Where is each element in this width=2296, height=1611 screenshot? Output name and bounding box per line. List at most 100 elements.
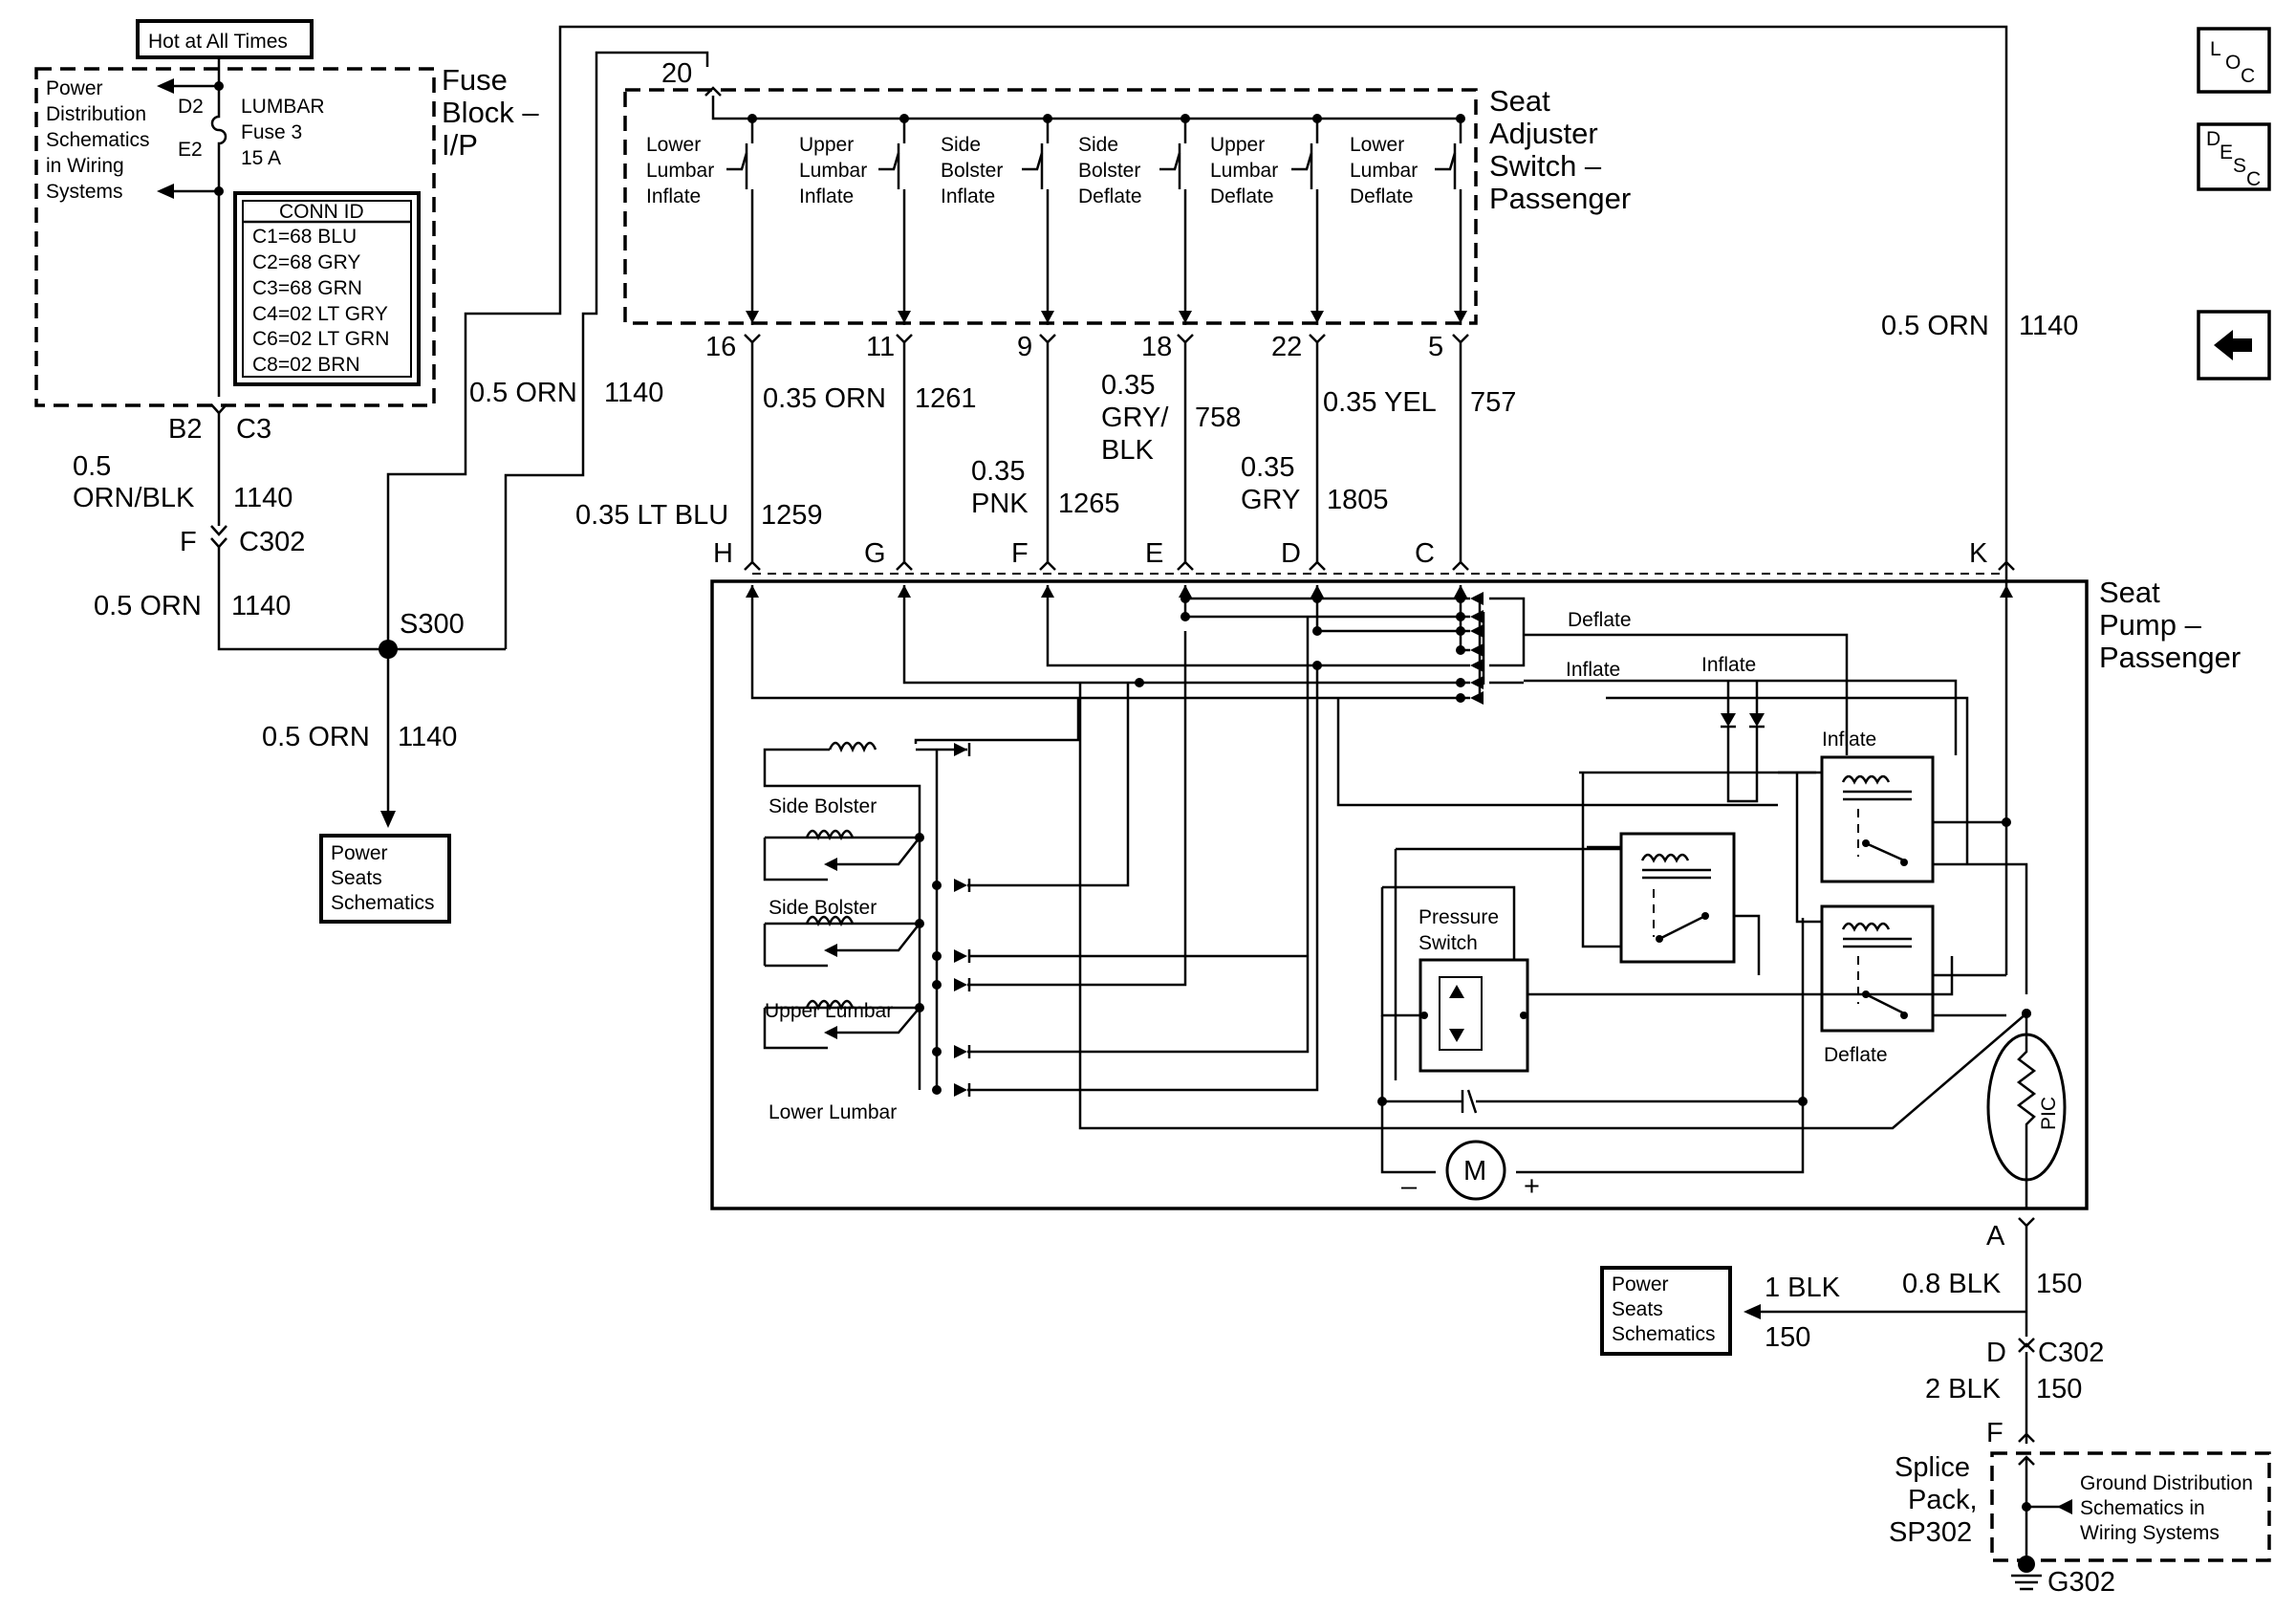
- fuse-lumbar-icon: [210, 57, 227, 397]
- mw3-gauge-2: PNK: [971, 489, 1029, 519]
- gnd-power-seats-schematics-ref[interactable]: Power Seats Schematics: [1600, 1266, 1732, 1356]
- sw3-line-2: Bolster: [941, 160, 1003, 182]
- switch-pin-20: 20: [661, 58, 692, 89]
- hot-label: Hot at All Times: [148, 31, 288, 53]
- fuse-block-title: Fuse Block – I/P: [442, 63, 539, 162]
- arrow-left-icon: [1744, 1304, 1761, 1319]
- sw6-line-2: Lumbar: [1350, 160, 1418, 182]
- gnd-pin-a: A: [1986, 1221, 2005, 1252]
- connector-c302-icon: [2018, 1338, 2035, 1353]
- switch-outline: [623, 88, 1478, 325]
- desc-d: D: [2206, 128, 2220, 150]
- gd-line-2: Schematics in: [2080, 1497, 2205, 1519]
- mw3-gauge-1: 0.35: [971, 456, 1025, 487]
- pump-input-arrows: [746, 585, 2013, 598]
- mw4-gauge-3: BLK: [1101, 435, 1154, 466]
- conn-c3: C3: [236, 414, 271, 445]
- power-distribution-note: Power Distribution Schematics in Wiring …: [46, 77, 150, 203]
- sw2-line-3: Inflate: [799, 185, 854, 207]
- relay-inflate: Inflate: [1820, 729, 1935, 883]
- back-button[interactable]: [2197, 310, 2271, 381]
- mw1-circuit: 1259: [761, 500, 823, 531]
- splice-line-3: SP302: [1889, 1517, 1972, 1548]
- switch-title-2: Adjuster: [1489, 117, 1598, 150]
- arrow-down-icon: [380, 811, 396, 828]
- switch-title-1: Seat: [1489, 84, 1550, 118]
- conn-id-title: CONN ID: [279, 201, 364, 223]
- pump-pin-k: K: [1969, 538, 1988, 569]
- sw5-line-2: Lumbar: [1210, 160, 1278, 182]
- mw5-gauge-2: GRY: [1241, 485, 1300, 515]
- w2-gauge: 0.5 ORN: [94, 591, 202, 621]
- pd-line-1: Power: [46, 77, 103, 99]
- sw4-line-1: Side: [1078, 134, 1118, 156]
- pic-thermistor: PIC: [1986, 1013, 2067, 1208]
- pressure-switch: Pressure Switch: [1419, 906, 1529, 1073]
- label-upper-lumbar: Upper Lumbar: [765, 1000, 893, 1022]
- gnd-w-circuit: 150: [2036, 1269, 2082, 1299]
- switch-title-4: Passenger: [1489, 182, 1631, 215]
- pin-d2: D2: [178, 96, 204, 118]
- sw5-line-1: Upper: [1210, 134, 1265, 156]
- mw2-gauge: 0.35 ORN: [763, 383, 886, 414]
- sw-pin-18: 18: [1141, 332, 1172, 362]
- solenoid-coils: [805, 741, 877, 1012]
- fuse-block-outline: [34, 67, 436, 407]
- power-seats-schematics-ref[interactable]: Power Seats Schematics: [319, 834, 451, 924]
- mid-wire-labels: 0.35 LT BLU 1259 0.35 ORN 1261 0.35 PNK …: [575, 311, 2078, 531]
- mw4-gauge-1: 0.35: [1101, 370, 1155, 401]
- pressure-label-1: Pressure: [1419, 906, 1499, 928]
- mw3-circuit: 1265: [1058, 489, 1120, 519]
- switch-upper-lumbar-inflate[interactable]: Upper Lumbar Inflate: [799, 114, 911, 325]
- motor-icon: M – +: [1401, 1140, 1540, 1202]
- connector-c302-icon: [210, 537, 227, 549]
- ground-distribution-note: Ground Distribution Schematics in Wiring…: [2080, 1472, 2253, 1544]
- switch-upper-lumbar-deflate[interactable]: Upper Lumbar Deflate: [1210, 114, 1324, 325]
- splice-pack-label: Splice Pack, SP302: [1889, 1452, 1978, 1548]
- loc-l: L: [2210, 38, 2221, 60]
- gps-line-2: Seats: [1612, 1298, 1663, 1320]
- gps-line-1: Power: [1612, 1274, 1669, 1295]
- back-arrow-icon: [2214, 330, 2252, 360]
- switch-lower-lumbar-inflate[interactable]: Lower Lumbar Inflate: [646, 114, 759, 325]
- pump-title-1: Seat: [2099, 576, 2160, 609]
- motor-plus: +: [1524, 1171, 1540, 1202]
- label-lower-lumbar: Lower Lumbar: [769, 1101, 897, 1123]
- w2-circuit: 1140: [231, 591, 291, 621]
- pump-pin-e: E: [1145, 538, 1163, 569]
- seat-pump-outline: [710, 579, 2089, 1210]
- conn-id-2: C2=68 GRY: [252, 251, 360, 273]
- conn-id-1: C1=68 BLU: [252, 226, 357, 248]
- sw6-line-3: Deflate: [1350, 185, 1414, 207]
- gnd-w2-gauge: 2 BLK: [1925, 1374, 2002, 1404]
- gnd-branch-circuit: 150: [1765, 1322, 1810, 1353]
- switch-lower-lumbar-deflate[interactable]: Lower Lumbar Deflate: [1350, 114, 1467, 325]
- w3-circuit: 1140: [398, 722, 457, 752]
- pin-e2: E2: [178, 139, 203, 161]
- valve-rows: [763, 743, 1308, 1097]
- sw2-line-2: Lumbar: [799, 160, 867, 182]
- w3-gauge: 0.5 ORN: [262, 722, 370, 752]
- loc-button[interactable]: L O C: [2197, 27, 2271, 94]
- sw1-line-1: Lower: [646, 134, 701, 156]
- connector-a-icon: [2018, 1217, 2035, 1228]
- pd-line-2: Distribution: [46, 103, 146, 125]
- loc-o: O: [2225, 52, 2241, 74]
- sw4-line-3: Deflate: [1078, 185, 1142, 207]
- label-deflate-relay: Deflate: [1824, 1044, 1888, 1066]
- up-circuit: 1140: [604, 378, 663, 408]
- label-side-bolster-2: Side Bolster: [769, 897, 877, 919]
- desc-button[interactable]: D E S C: [2197, 122, 2271, 191]
- switch-title-3: Switch –: [1489, 149, 1602, 183]
- gnd-c302-name: C302: [2038, 1338, 2104, 1368]
- switch-side-bolster-inflate[interactable]: Side Bolster Inflate: [941, 114, 1054, 325]
- desc-c: C: [2246, 168, 2261, 190]
- mw2-circuit: 1261: [915, 383, 977, 414]
- pump-title-3: Passenger: [2099, 641, 2241, 674]
- arrow-left-icon: [2057, 1499, 2072, 1514]
- ps-line-3: Schematics: [331, 892, 435, 914]
- ground-icon: [2018, 1556, 2035, 1573]
- switch-side-bolster-deflate[interactable]: Side Bolster Deflate: [1078, 114, 1192, 325]
- pd-line-3: Schematics: [46, 129, 150, 151]
